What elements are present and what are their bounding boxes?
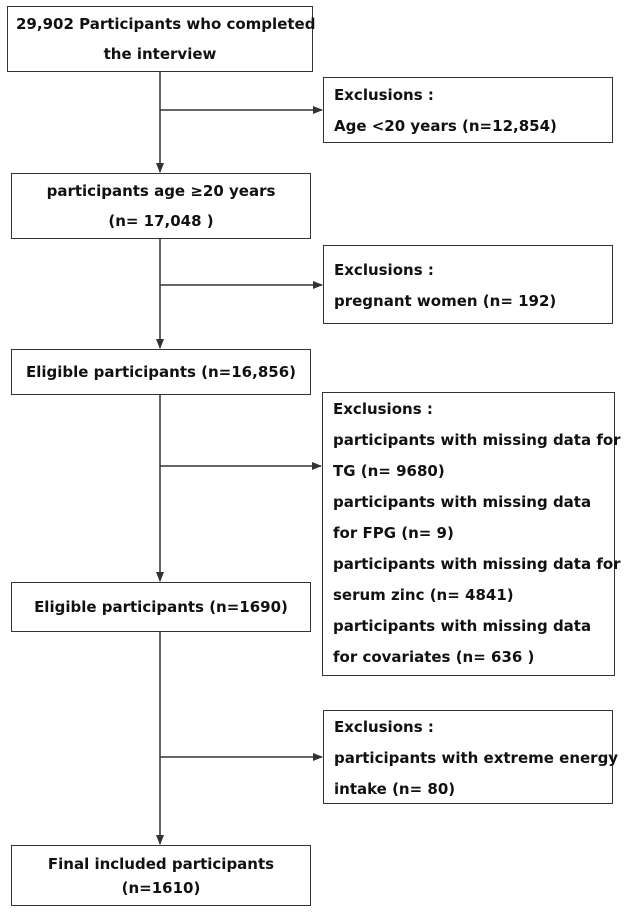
- exclusion-4-line-2: participants with extreme energy: [334, 749, 619, 767]
- step-1-line-1: 29,902 Participants who completed: [16, 15, 316, 33]
- exclusion-2-line-1: Exclusions :: [334, 261, 434, 279]
- step-1-line-2: the interview: [103, 45, 217, 63]
- exclusion-4-line-3: intake (n= 80): [334, 780, 456, 798]
- exclusion-box-age: Exclusions : Age <20 years (n=12,854): [323, 77, 613, 143]
- step-5-line-2: (n=1610): [121, 878, 201, 897]
- exclusion-3-line-8: participants with missing data: [333, 617, 592, 635]
- exclusion-3-line-6: participants with missing data for: [333, 555, 621, 573]
- exclusion-3-line-3: TG (n= 9680): [333, 462, 445, 480]
- exclusion-box-pregnant: Exclusions : pregnant women (n= 192): [323, 245, 613, 324]
- exclusion-box-energy-intake: Exclusions : participants with extreme e…: [323, 710, 619, 804]
- exclusion-1-line-1: Exclusions :: [334, 86, 434, 104]
- step-box-eligible-1690: Eligible participants (n=1690): [11, 582, 311, 632]
- step-5-line-1: Final included participants: [47, 854, 275, 873]
- step-2-line-2: (n= 17,048 ): [108, 212, 214, 230]
- step-4-line-1: Eligible participants (n=1690): [34, 598, 288, 616]
- exclusion-1-line-2: Age <20 years (n=12,854): [334, 117, 557, 135]
- exclusion-3-line-1: Exclusions :: [333, 400, 433, 418]
- step-box-eligible-16856: Eligible participants (n=16,856): [11, 349, 311, 395]
- exclusion-3-line-9: for covariates (n= 636 ): [333, 648, 535, 666]
- exclusion-box-missing-data: Exclusions : participants with missing d…: [322, 392, 621, 676]
- exclusion-3-line-2: participants with missing data for: [333, 431, 621, 449]
- exclusion-3-line-4: participants with missing data: [333, 493, 592, 511]
- exclusion-3-line-7: serum zinc (n= 4841): [333, 586, 514, 604]
- exclusion-2-line-2: pregnant women (n= 192): [334, 292, 557, 310]
- exclusion-3-line-5: for FPG (n= 9): [333, 524, 454, 542]
- exclusion-4-line-1: Exclusions :: [334, 718, 434, 736]
- step-box-age-20-plus: participants age ≥20 years (n= 17,048 ): [11, 173, 311, 239]
- step-box-interviewed: 29,902 Participants who completed the in…: [7, 6, 316, 72]
- step-3-line-1: Eligible participants (n=16,856): [26, 363, 296, 381]
- step-box-final-included: Final included participants (n=1610): [11, 845, 311, 906]
- step-2-line-1: participants age ≥20 years: [46, 182, 276, 200]
